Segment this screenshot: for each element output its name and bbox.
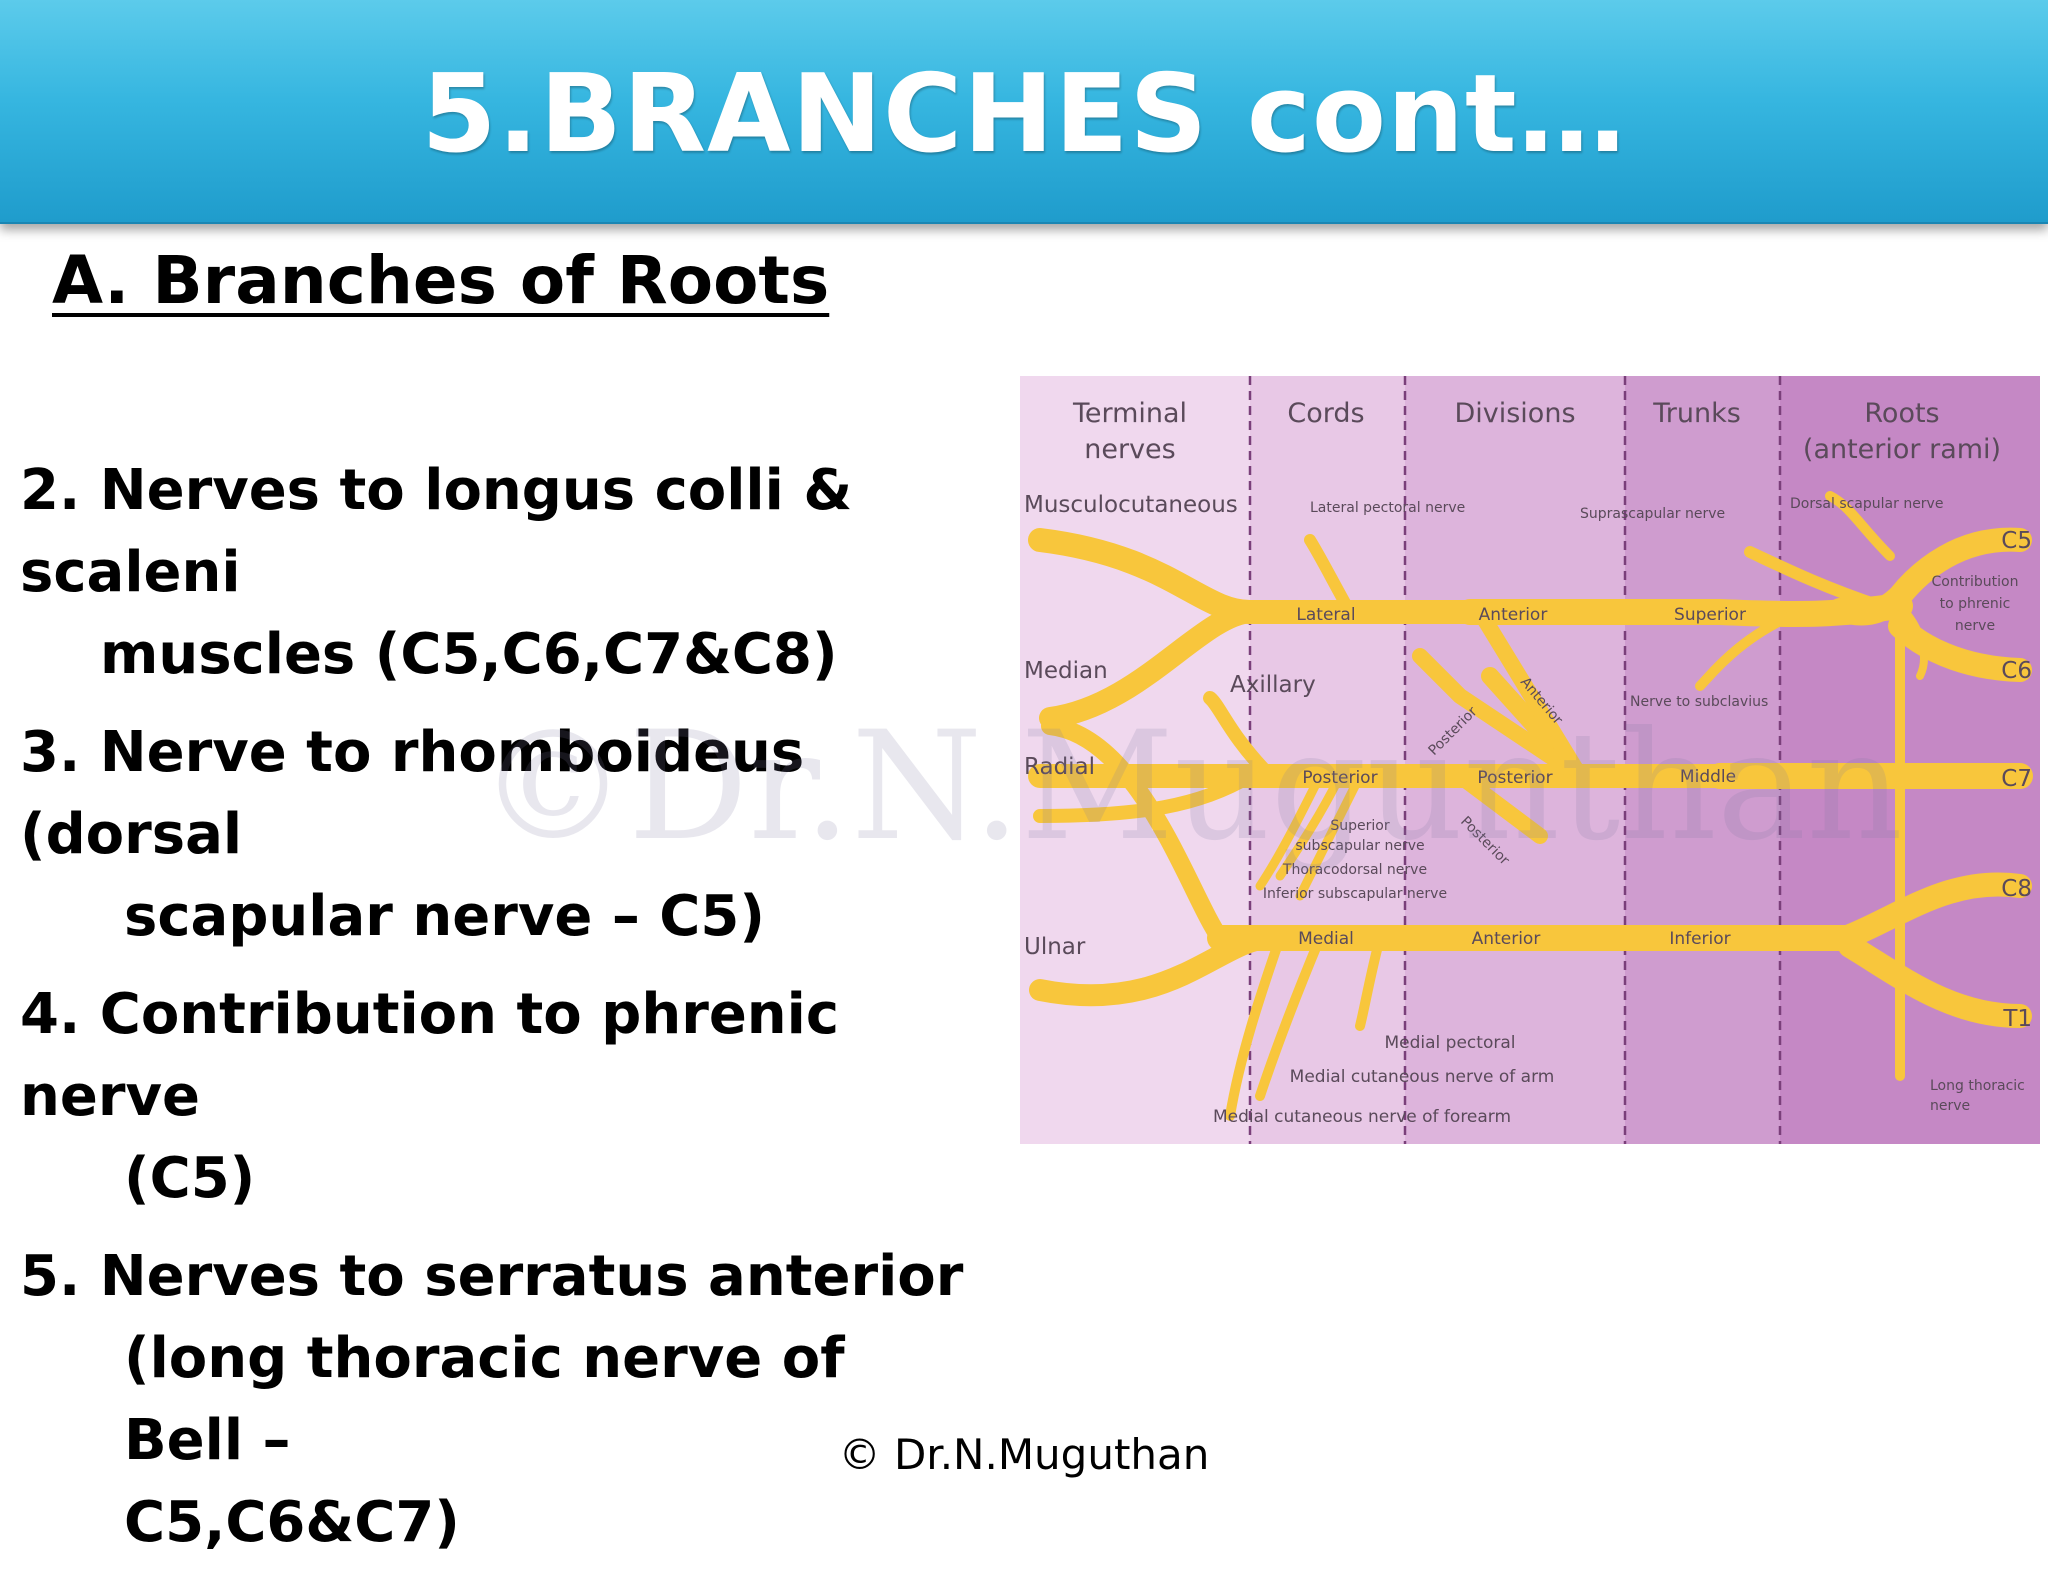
label-musculocutaneous: Musculocutaneous bbox=[1024, 492, 1238, 518]
label-sup-subscapular-2: subscapular nerve bbox=[1295, 838, 1424, 854]
list-item: 2. Nerves to longus colli & scaleni musc… bbox=[20, 450, 980, 696]
nerve-pathways bbox=[1028, 491, 2033, 1121]
label-radial: Radial bbox=[1024, 754, 1095, 780]
label-trunk-inferior: Inferior bbox=[1669, 929, 1730, 949]
label-root-c8: C8 bbox=[2001, 876, 2032, 902]
label-suprascapular: Suprascapular nerve bbox=[1580, 506, 1725, 522]
header-terminal-2: nerves bbox=[1084, 434, 1175, 465]
label-median: Median bbox=[1024, 658, 1108, 684]
list-item-line: 4. Contribution to phrenic nerve bbox=[20, 982, 840, 1129]
trunks-column bbox=[1625, 376, 1780, 1144]
roots-column bbox=[1780, 376, 2040, 1144]
header-roots-2: (anterior rami) bbox=[1803, 434, 2001, 465]
list-item-line: C5,C6&C7) bbox=[124, 1490, 460, 1555]
label-ulnar: Ulnar bbox=[1024, 934, 1086, 960]
title-banner: 5.BRANCHES cont… bbox=[0, 0, 2048, 224]
label-long-thoracic-1: Long thoracic bbox=[1930, 1078, 2025, 1094]
label-subclavius: Nerve to subclavius bbox=[1630, 694, 1768, 710]
footer-credit: © Dr.N.Muguthan bbox=[838, 1430, 1210, 1479]
label-root-c5: C5 bbox=[2001, 528, 2032, 554]
label-division-anterior-1: Anterior bbox=[1479, 605, 1548, 625]
terminal-column bbox=[1020, 376, 1250, 1144]
list-item-line: (C5) bbox=[124, 1146, 256, 1211]
label-cord-lateral: Lateral bbox=[1296, 605, 1355, 625]
label-cord-medial: Medial bbox=[1298, 929, 1354, 949]
list-item: 4. Contribution to phrenic nerve (C5) bbox=[20, 974, 980, 1220]
list-item-line: 5. Nerves to serratus anterior bbox=[20, 1244, 964, 1309]
header-terminal-1: Terminal bbox=[1072, 398, 1187, 429]
label-medial-pectoral: Medial pectoral bbox=[1385, 1033, 1516, 1053]
header-divisions: Divisions bbox=[1454, 398, 1575, 429]
label-trunk-superior: Superior bbox=[1674, 605, 1746, 625]
label-long-thoracic-2: nerve bbox=[1930, 1098, 1970, 1114]
brachial-plexus-diagram: Terminal nerves Cords Divisions Trunks R… bbox=[1020, 376, 2040, 1144]
label-root-t1: T1 bbox=[2002, 1006, 2032, 1032]
label-trunk-middle: Middle bbox=[1680, 767, 1736, 787]
label-med-cut-arm: Medial cutaneous nerve of arm bbox=[1290, 1067, 1555, 1087]
brachial-plexus-svg: Terminal nerves Cords Divisions Trunks R… bbox=[1020, 376, 2040, 1144]
list-item: 5. Nerves to serratus anterior (long tho… bbox=[20, 1236, 980, 1564]
header-cords: Cords bbox=[1287, 398, 1364, 429]
label-division-anterior-2: Anterior bbox=[1472, 929, 1541, 949]
label-division-posterior-1: Posterior bbox=[1477, 768, 1552, 788]
header-trunks: Trunks bbox=[1652, 398, 1741, 429]
list-item-line: 3. Nerve to rhomboideus (dorsal bbox=[20, 720, 805, 867]
label-inferior-subscapular: Inferior subscapular nerve bbox=[1263, 886, 1447, 902]
section-heading: A. Branches of Roots bbox=[52, 242, 830, 319]
slide-title: 5.BRANCHES cont… bbox=[421, 52, 1627, 177]
label-sup-subscapular-1: Superior bbox=[1330, 818, 1389, 834]
label-root-c7: C7 bbox=[2001, 766, 2032, 792]
label-thoracodorsal: Thoracodorsal nerve bbox=[1282, 862, 1427, 878]
label-phrenic-1: Contribution bbox=[1932, 574, 2019, 590]
label-lateral-pectoral: Lateral pectoral nerve bbox=[1310, 500, 1465, 516]
label-cord-posterior: Posterior bbox=[1302, 768, 1377, 788]
label-root-c6: C6 bbox=[2001, 658, 2032, 684]
list-item-line: 2. Nerves to longus colli & scaleni bbox=[20, 458, 853, 605]
branch-list: 2. Nerves to longus colli & scaleni musc… bbox=[20, 450, 980, 1580]
list-item-line: scapular nerve – C5) bbox=[124, 884, 765, 949]
label-phrenic-2: to phrenic bbox=[1940, 596, 2011, 612]
label-axillary: Axillary bbox=[1230, 672, 1316, 698]
label-dorsal-scapular: Dorsal scapular nerve bbox=[1790, 496, 1943, 512]
list-item: 3. Nerve to rhomboideus (dorsal scapular… bbox=[20, 712, 980, 958]
list-item-line: muscles (C5,C6,C7&C8) bbox=[100, 622, 838, 687]
label-med-cut-forearm: Medial cutaneous nerve of forearm bbox=[1213, 1107, 1511, 1127]
divisions-column bbox=[1405, 376, 1625, 1144]
header-roots-1: Roots bbox=[1864, 398, 1939, 429]
cords-column bbox=[1250, 376, 1405, 1144]
label-phrenic-3: nerve bbox=[1955, 618, 1995, 634]
list-item-line: (long thoracic nerve of Bell – bbox=[124, 1326, 845, 1473]
